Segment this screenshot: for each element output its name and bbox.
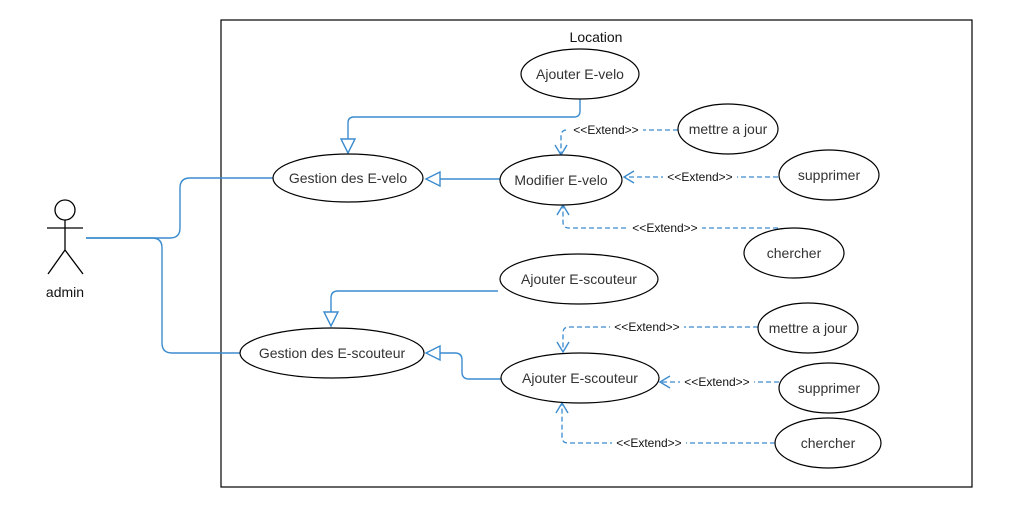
actor-left-leg — [47, 249, 66, 275]
actor-right-leg — [64, 249, 84, 275]
extend-label-bg — [628, 221, 702, 235]
use-case-label: Ajouter E-scouteur — [522, 370, 638, 386]
extend-label-bg — [610, 320, 684, 334]
generalization-arrowhead — [424, 170, 441, 188]
extend-label-bg — [612, 436, 686, 450]
extend-chercher-1 — [562, 206, 778, 229]
use-case-label: supprimer — [798, 380, 861, 396]
extend-label: <<Extend>> — [667, 170, 732, 184]
use-case-label: mettre a jour — [689, 121, 768, 137]
use-case-label: supprimer — [798, 167, 861, 183]
generalization-ajouter-escouteur-top — [330, 290, 498, 312]
use-case-ajouter-escouteur-top[interactable]: Ajouter E-scouteur — [499, 253, 659, 305]
extend-label: <<Extend>> — [616, 436, 681, 450]
generalization-ajouter-escouteur — [440, 352, 501, 380]
use-case-gestion-evelo[interactable]: Gestion des E-velo — [272, 153, 424, 203]
extend-label-bg — [663, 170, 737, 184]
actor-admin — [47, 199, 84, 275]
extend-chercher-2 — [561, 404, 775, 444]
extend-arrowhead — [658, 375, 671, 389]
use-case-chercher-evelo[interactable]: chercher — [743, 227, 845, 279]
use-case-label: chercher — [767, 245, 822, 261]
extend-arrowhead — [555, 401, 569, 414]
extend-label: <<Extend>> — [632, 221, 697, 235]
use-case-supprimer-evelo[interactable]: supprimer — [778, 149, 880, 201]
use-case-ajouter-evelo[interactable]: Ajouter E-velo — [520, 48, 640, 100]
extend-label: <<Extend>> — [684, 375, 749, 389]
use-case-ajouter-escouteur[interactable]: Ajouter E-scouteur — [500, 352, 660, 404]
use-case-label: Ajouter E-scouteur — [521, 271, 637, 287]
actor-head — [54, 199, 76, 221]
use-case-label: Modifier E-velo — [514, 172, 608, 188]
extend-maj-1 — [560, 129, 678, 154]
association-admin-gestion-evelo — [86, 177, 274, 239]
use-case-mettre-a-jour-evelo[interactable]: mettre a jour — [677, 103, 779, 155]
use-case-gestion-escouteur[interactable]: Gestion des E-scouteur — [239, 327, 425, 379]
association-admin-gestion-escouteur — [86, 237, 240, 354]
use-case-modifier-evelo[interactable]: Modifier E-velo — [499, 154, 623, 206]
extend-label-bg — [569, 123, 643, 137]
use-case-label: Gestion des E-scouteur — [259, 345, 406, 361]
actor-name: admin — [46, 284, 84, 300]
use-case-label: mettre a jour — [769, 320, 848, 336]
generalization-ajouter-evelo — [347, 99, 581, 139]
use-case-chercher-escouteur[interactable]: chercher — [774, 417, 882, 469]
use-case-mettre-a-jour-escouteur[interactable]: mettre a jour — [757, 302, 859, 354]
extend-arrowhead — [622, 170, 635, 184]
extend-label: <<Extend>> — [614, 320, 679, 334]
use-case-label: Ajouter E-velo — [536, 66, 624, 82]
use-case-label: chercher — [801, 435, 856, 451]
system-title: Location — [570, 29, 623, 45]
extend-label-bg — [680, 375, 754, 389]
generalization-arrowhead — [322, 311, 340, 328]
use-case-supprimer-escouteur[interactable]: supprimer — [778, 362, 880, 414]
extend-label: <<Extend>> — [573, 123, 638, 137]
use-case-label: Gestion des E-velo — [289, 170, 407, 186]
extend-arrowhead — [556, 341, 570, 354]
generalization-arrowhead — [339, 138, 357, 155]
generalization-arrowhead — [424, 344, 441, 362]
extend-maj-2 — [562, 326, 758, 352]
